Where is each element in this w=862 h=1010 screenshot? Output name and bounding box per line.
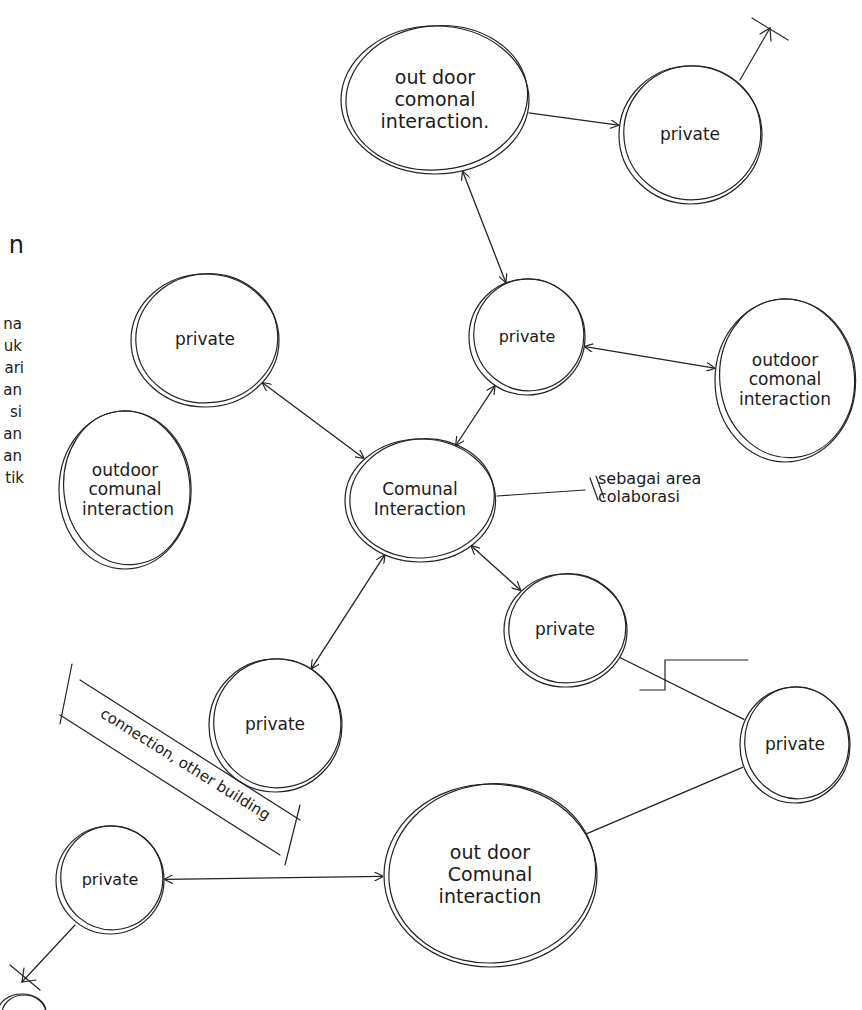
annotation-text: sebagai area colaborasi [598, 470, 733, 507]
arrow-line [22, 925, 75, 982]
outline-stroke [379, 773, 604, 973]
connector-line [456, 386, 495, 445]
connector-line [472, 546, 521, 590]
bubble-label: private [660, 125, 720, 145]
bubble-label: Comunal Interaction [370, 480, 469, 519]
bubble-text: private [660, 125, 720, 145]
cross-bar [752, 18, 788, 40]
bubble-label: private [765, 735, 825, 755]
bubble-text: private [175, 330, 235, 350]
bubble-node: private [130, 273, 280, 408]
bubble-label: out door comonal interaction. [373, 67, 498, 133]
outline-stroke [129, 266, 284, 409]
outline-stroke [56, 826, 164, 934]
bubble-node: private [503, 573, 628, 688]
bubble-node: Comunal Interaction [344, 438, 497, 563]
band-end [285, 805, 300, 865]
bubble-label: private [535, 620, 595, 640]
outline-stroke [503, 567, 631, 688]
bubble-node: out door comonal interaction. [340, 25, 530, 175]
bubble-node: outdoor comonal interaction [714, 298, 857, 463]
bubble-text: private [765, 735, 825, 755]
arrow-line [740, 28, 770, 80]
outline-stroke [341, 26, 529, 174]
band-line [80, 680, 300, 820]
outline-stroke [207, 652, 347, 794]
bubble-node: private [739, 686, 851, 804]
cropped-text-fragment: na [0, 316, 22, 333]
cropped-text-fragment: ari [0, 360, 24, 377]
bubble-label: outdoor comunal interaction [82, 461, 168, 520]
outline-stroke [384, 784, 597, 967]
outline-stroke [469, 279, 585, 395]
connector-line [312, 555, 385, 668]
connector-line [620, 658, 745, 720]
bubble-label: out door Comunal interaction [419, 842, 561, 908]
outline-stroke [712, 292, 862, 464]
outline-stroke [131, 274, 279, 407]
connector-line [165, 876, 383, 879]
bubble-label: private [82, 871, 139, 889]
cross-bar [10, 965, 40, 990]
cropped-text-fragment: n [2, 232, 24, 260]
bubble-node: private [468, 278, 586, 396]
outline-stroke [56, 405, 198, 571]
bubble-node: private [208, 658, 343, 793]
bubble-text: private [82, 871, 139, 889]
bubble-node: private [55, 825, 165, 935]
connector-line [529, 113, 619, 125]
connector-line [586, 767, 743, 834]
outline-stroke [739, 682, 854, 804]
bubble-label: private [175, 330, 235, 350]
bubble-label: private [245, 715, 305, 735]
outline-stroke [339, 17, 535, 179]
bubble-text: private [535, 620, 595, 640]
outline-stroke [468, 273, 589, 396]
cropped-text-fragment: tik [0, 470, 24, 487]
connector-line [463, 172, 506, 282]
bubble-label: outdoor comonal interaction [739, 351, 831, 410]
bubble-node: outdoor comunal interaction [58, 410, 192, 570]
cropped-text-fragment: an [0, 382, 22, 399]
cropped-text-fragment: an [0, 448, 22, 465]
connector-line [263, 383, 364, 458]
cropped-text-fragment: si [0, 404, 22, 421]
outline-stroke [504, 574, 627, 687]
bubble-text: Comunal Interaction [370, 480, 469, 519]
outline-stroke [344, 431, 500, 564]
outline-stroke [617, 59, 767, 207]
leader-line [497, 490, 585, 496]
partial-circle [2, 995, 46, 1010]
outline-stroke [56, 821, 168, 935]
arrow-head [760, 28, 771, 41]
cropped-text-fragment: uk [0, 338, 22, 355]
bubble-text: out door comonal interaction. [373, 67, 498, 133]
bubble-text: out door Comunal interaction [419, 842, 561, 908]
bubble-label: private [499, 328, 556, 346]
arrow-head [22, 968, 36, 982]
cropped-text-fragment: an [0, 426, 22, 443]
connector-line [585, 347, 714, 369]
bubble-text: outdoor comonal interaction [739, 351, 831, 410]
bracket-line [640, 660, 748, 690]
outline-stroke [209, 659, 342, 792]
bubble-text: private [245, 715, 305, 735]
bubble-node: private [618, 65, 763, 205]
outline-stroke [619, 66, 762, 204]
bubble-text: private [499, 328, 556, 346]
bubble-text: outdoor comunal interaction [82, 461, 168, 520]
outline-stroke [345, 439, 496, 562]
band-end [60, 664, 72, 724]
bubble-node: out door Comunal interaction [383, 783, 598, 968]
